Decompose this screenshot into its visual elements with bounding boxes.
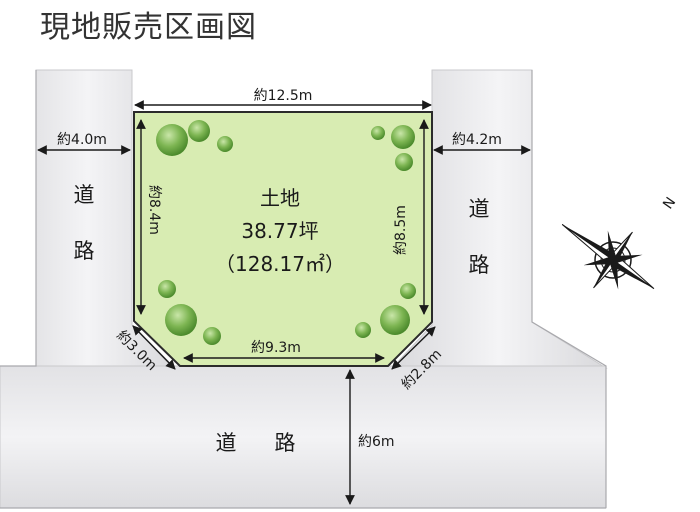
tree-icon [217,136,233,152]
tree-icon [165,304,197,336]
road-bottom-label-2: 路 [275,431,296,455]
dim-label-road-right: 約4.2m [452,132,502,148]
lot-shape [133,111,433,367]
tree-icon [400,283,416,299]
tree-icon [158,280,176,298]
lot-label: 土地 [260,186,300,210]
dim-line-corner-left [132,325,176,370]
dim-label-top: 約12.5m [254,88,313,104]
road-bottom [0,365,607,509]
tree-icon [188,120,210,142]
road-edges [0,70,607,509]
lot-area-sqm: （128.17㎡） [215,252,345,276]
tree-icon [355,322,371,338]
road-right-label-1: 道 [469,197,490,221]
tree-icon [391,125,415,149]
tree-icon [203,327,221,345]
road-right-label-2: 路 [469,253,490,277]
lot-area-tsubo: 38.77坪 [241,219,318,243]
road-left-label-1: 道 [74,183,95,207]
dim-label-road-left: 約4.0m [57,132,107,148]
tree-icon [380,305,410,335]
road-bottom-label-1: 道 [216,431,237,455]
dim-line-corner-right [391,326,436,370]
dim-label-right: 約8.5m [393,205,409,255]
compass-icon [561,224,655,290]
compass-north-label: N [660,195,679,213]
dim-label-road-bottom: 約6m [358,434,395,450]
page-title: 現地販売区画図 [40,10,257,45]
tree-icon [395,153,413,171]
tree-icon [371,126,385,140]
dim-label-left: 約8.4m [146,185,162,235]
tree-icon [156,124,188,156]
road-left-label-2: 路 [74,239,95,263]
dim-label-bottom: 約9.3m [251,340,301,356]
